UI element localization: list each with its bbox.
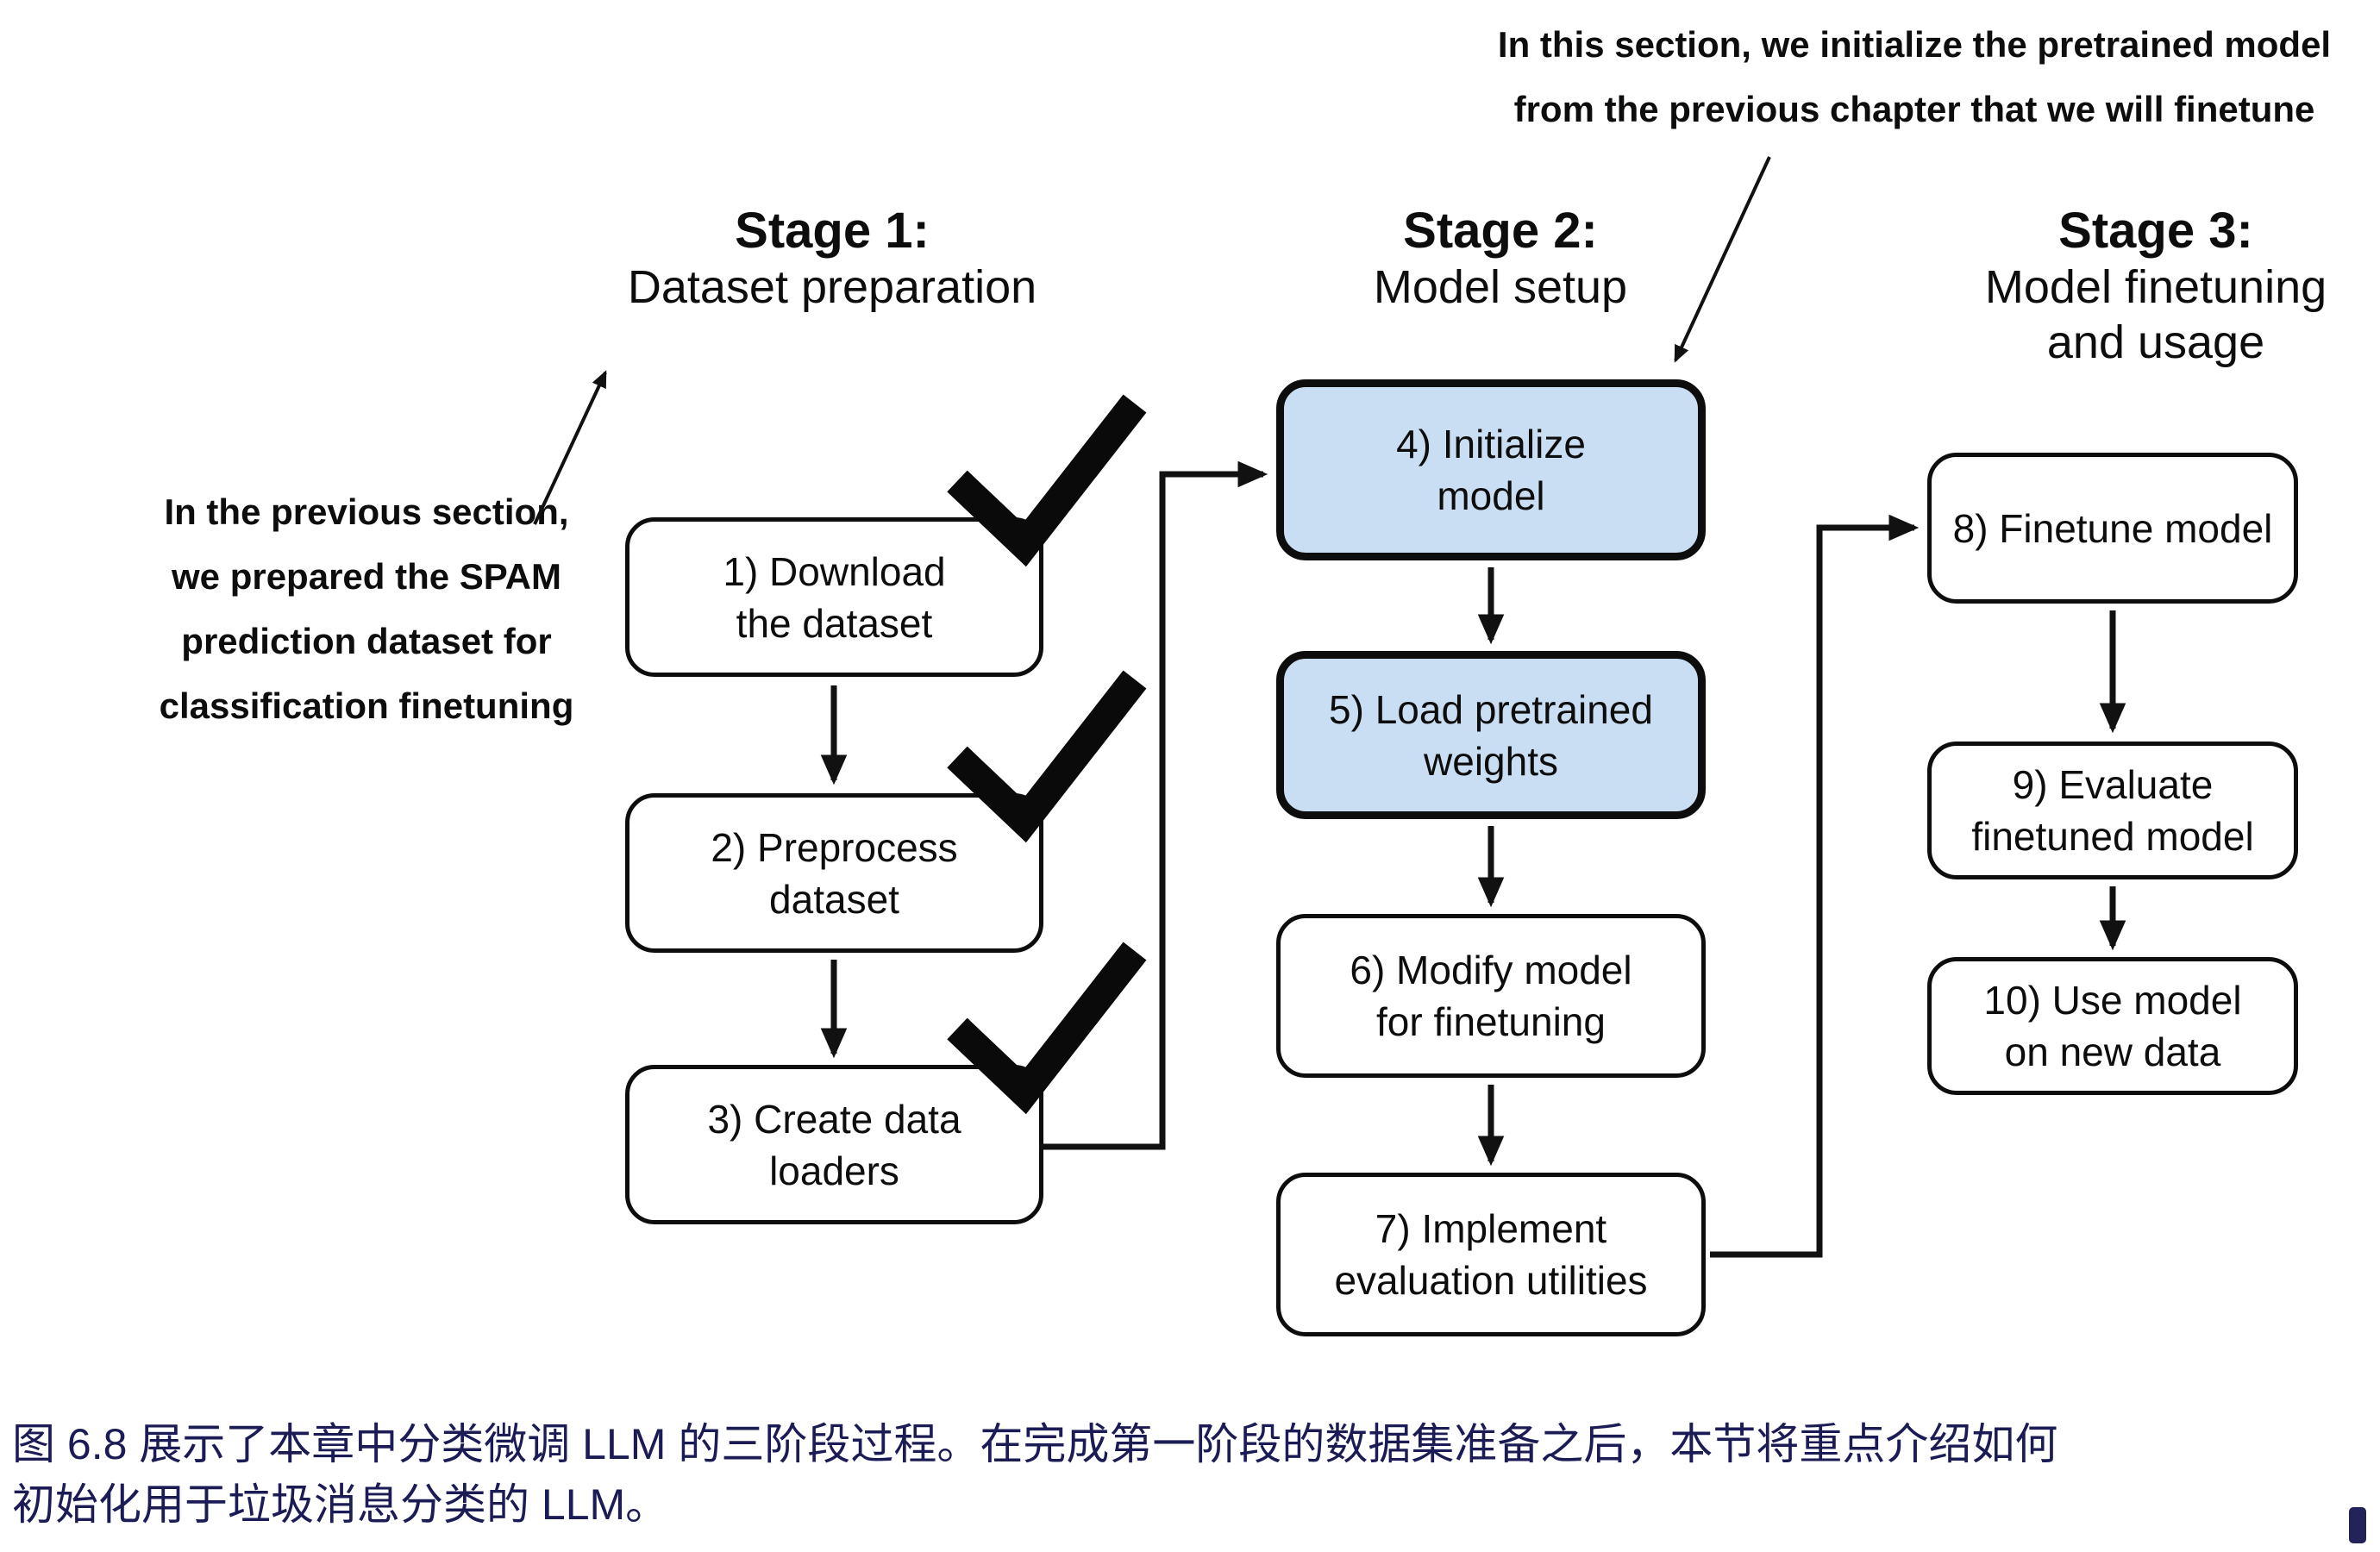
top-annotation: In this section, we initialize the pretr…	[1497, 24, 2332, 129]
step-box-label: 8) Finetune model	[1952, 505, 2273, 551]
stage-2-header: Stage 2: Model setup	[1233, 203, 1768, 315]
step-box-initialize-model: 4) Initialize model	[1276, 379, 1706, 560]
checkmark-icon	[947, 942, 1147, 1115]
step-box-label: 4) Initialize model	[1396, 422, 1586, 518]
step-box-evaluate-model: 9) Evaluate finetuned model	[1927, 742, 2298, 879]
step-box-label: 10) Use model on new data	[1983, 978, 2242, 1074]
top-annotation-arrow-icon	[1674, 156, 1771, 363]
step-box-modify-model: 6) Modify model for finetuning	[1276, 914, 1706, 1078]
step-box-label: 1) Download the dataset	[723, 548, 946, 646]
left-annotation-arrow-icon	[533, 370, 607, 525]
step-box-create-data-loaders: 3) Create data loaders	[625, 1065, 1043, 1224]
checkmark-icon	[947, 670, 1147, 843]
step-box-load-pretrained-weights: 5) Load pretrained weights	[1276, 651, 1706, 819]
stage-1-title: Stage 1:	[735, 203, 930, 259]
stage-3-header: Stage 3: Model finetuning and usage	[1888, 203, 2380, 370]
step-box-finetune-model: 8) Finetune model	[1927, 453, 2298, 604]
step-box-preprocess-dataset: 2) Preprocess dataset	[625, 793, 1043, 953]
step-box-label: 6) Modify model for finetuning	[1350, 948, 1632, 1044]
step-box-download-dataset: 1) Download the dataset	[625, 517, 1043, 677]
connector-loaders-to-initialize	[1039, 460, 1268, 1150]
stage-1-subtitle: Dataset preparation	[627, 261, 1037, 313]
figure-caption: 图 6.8 展示了本章中分类微调 LLM 的三阶段过程。在完成第一阶段的数据集准…	[12, 1420, 2058, 1529]
step-box-label: 2) Preprocess dataset	[711, 824, 958, 922]
text-cursor-mark	[2349, 1507, 2366, 1543]
stage-3-title: Stage 3:	[2058, 203, 2253, 259]
stage-2-title: Stage 2:	[1403, 203, 1598, 259]
stage-1-header: Stage 1: Dataset preparation	[565, 203, 1099, 315]
stage-2-subtitle: Model setup	[1373, 261, 1628, 313]
step-box-label: 5) Load pretrained weights	[1329, 686, 1653, 784]
step-box-label: 7) Implement evaluation utilities	[1334, 1206, 1648, 1303]
step-box-label: 3) Create data loaders	[707, 1096, 961, 1193]
step-box-implement-evaluation: 7) Implement evaluation utilities	[1276, 1173, 1706, 1336]
connector-evaluation-to-finetune	[1710, 514, 1920, 1258]
step-box-label: 9) Evaluate finetuned model	[1971, 762, 2254, 859]
checkmark-icon	[947, 394, 1147, 567]
stage-3-subtitle: Model finetuning and usage	[1984, 261, 2327, 368]
left-annotation: In the previous section, we prepared the…	[159, 491, 574, 726]
step-box-use-model: 10) Use model on new data	[1927, 957, 2298, 1095]
